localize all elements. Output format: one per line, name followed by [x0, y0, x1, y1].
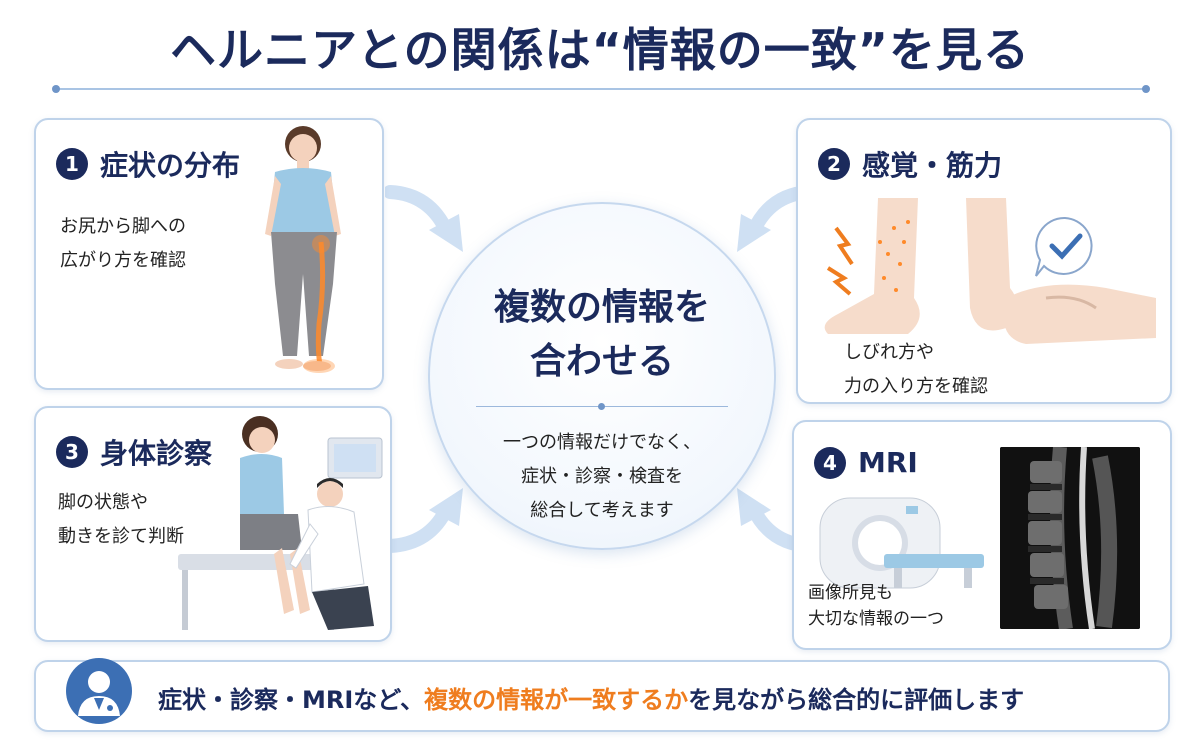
card-title: 症状の分布 [100, 149, 241, 182]
desc-line: お尻から脚への [60, 216, 186, 237]
spine-mri-image [1000, 447, 1140, 629]
card-header: 2 感覚・筋力 [818, 144, 1002, 184]
doctor-exam-icon [178, 416, 383, 630]
desc-line: 画像所見も [808, 583, 893, 603]
card-header: 1 症状の分布 [56, 144, 240, 184]
center-summary-circle: 複数の情報を 合わせる 一つの情報だけでなく、 症状・診察・検査を 総合して考え… [428, 202, 776, 550]
card-title: 感覚・筋力 [862, 149, 1003, 182]
center-heading-line-1: 複数の情報を [493, 287, 710, 328]
card-description: お尻から脚への 広がり方を確認 [60, 210, 186, 278]
card-title: MRI [858, 446, 918, 479]
desc-line: 力の入り方を確認 [844, 376, 988, 397]
center-divider [476, 403, 728, 410]
arrow-from-card-1 [385, 185, 463, 252]
card-symptom-distribution: 1 症状の分布 お尻から脚への 広がり方を確認 [34, 118, 384, 390]
desc-line: 動きを診て判断 [58, 526, 184, 547]
card-sensation-strength: 2 感覚・筋力 しびれ方や 力の入り方を確認 [796, 118, 1172, 404]
desc-line: 広がり方を確認 [60, 250, 186, 271]
muscle-check-icon [966, 198, 1156, 344]
desc-line: 脚の状態や [58, 492, 148, 513]
summary-text-part: を見ながら総合的に評価します [688, 686, 1025, 714]
card-description: 画像所見も 大切な情報の一つ [808, 580, 944, 632]
center-sub-line: 総合して考えます [530, 500, 674, 521]
summary-text-part: 症状・診察・MRIなど、 [158, 686, 425, 714]
card-title: 身体診察 [100, 437, 213, 470]
center-sub-line: 症状・診察・検査を [521, 466, 683, 487]
step-number-badge: 4 [814, 446, 846, 479]
summary-highlight: 複数の情報が一致するか [424, 686, 689, 714]
desc-line: 大切な情報の一つ [808, 609, 944, 629]
center-heading-line-2: 合わせる [529, 341, 674, 382]
doctor-avatar-icon [66, 658, 132, 724]
step-number-badge: 2 [818, 148, 850, 180]
card-description: しびれ方や 力の入り方を確認 [844, 336, 988, 402]
card-physical-exam: 3 身体診察 脚の状態や 動きを診て判断 [34, 406, 392, 642]
page-title: ヘルニアとの関係は“情報の一致”を見る [169, 23, 1031, 77]
card-header: 3 身体診察 [56, 432, 212, 472]
tingling-leg-icon [824, 198, 920, 334]
center-subtext: 一つの情報だけでなく、 症状・診察・検査を 総合して考えます [430, 426, 774, 528]
desc-line: しびれ方や [844, 342, 934, 363]
bottom-summary-bar: 症状・診察・MRIなど、複数の情報が一致するかを見ながら総合的に評価します [34, 658, 1170, 732]
step-number-badge: 1 [56, 148, 88, 180]
card-header: 4 MRI [814, 446, 918, 479]
mri-machine-icon [819, 497, 984, 589]
arrow-from-card-3 [385, 488, 463, 553]
title-divider [52, 85, 1150, 93]
bottom-summary-text: 症状・診察・MRIなど、複数の情報が一致するかを見ながら総合的に評価します [158, 680, 1024, 715]
woman-leg-pain-icon [265, 126, 341, 373]
checkmark-bubble-icon [1035, 216, 1093, 277]
card-description: 脚の状態や 動きを診て判断 [58, 486, 184, 554]
center-sub-line: 一つの情報だけでなく、 [503, 432, 701, 453]
step-number-badge: 3 [56, 436, 88, 468]
